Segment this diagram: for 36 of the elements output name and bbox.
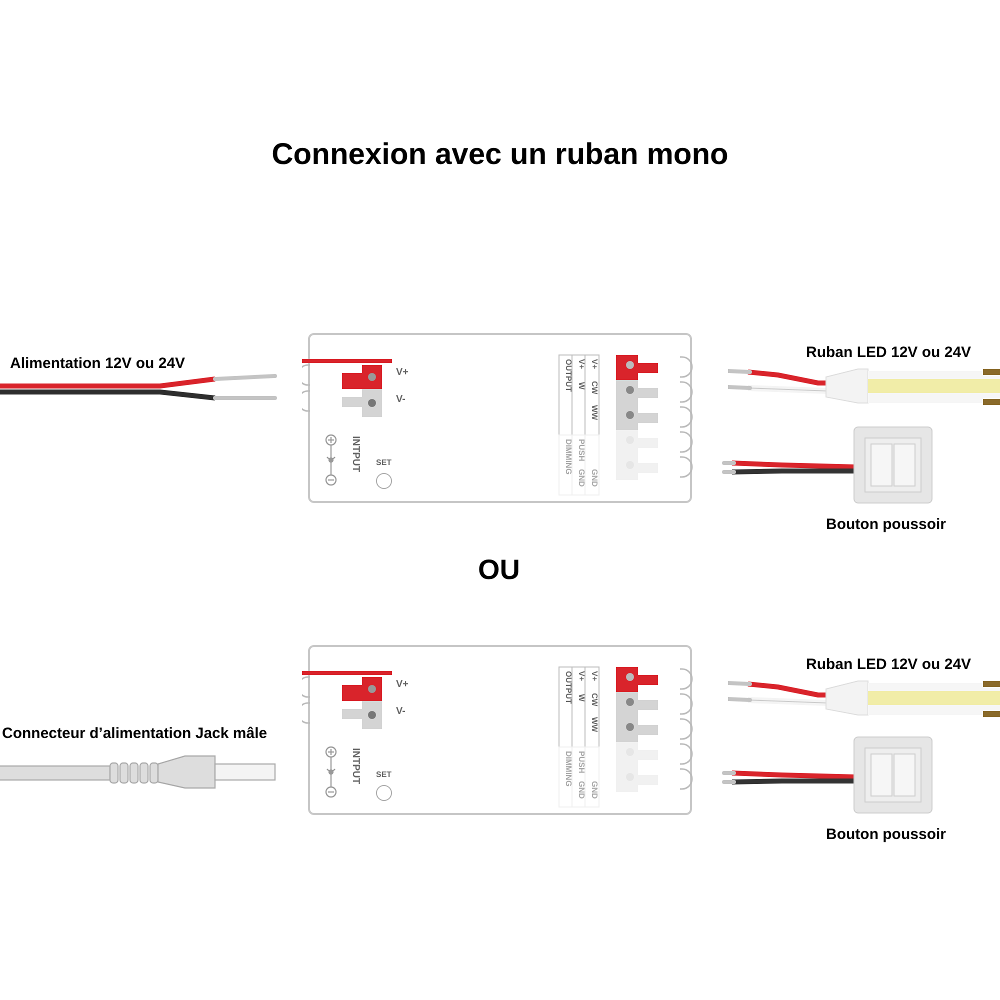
terminal-label: V- xyxy=(396,395,406,405)
terminal-label: INTPUT xyxy=(350,436,360,472)
terminal-label: GND xyxy=(577,781,585,799)
terminal-label: OUTPUT xyxy=(564,671,572,704)
node-label: Alimentation 12V ou 24V xyxy=(10,356,186,371)
node-label: Ruban LED 12V ou 24V xyxy=(806,345,972,360)
terminal-label: WW xyxy=(590,405,598,420)
terminal-label: INTPUT xyxy=(350,748,360,784)
terminal-label: GND xyxy=(577,469,585,487)
node-label: Bouton poussoir xyxy=(826,517,946,532)
terminal-label: PUSH xyxy=(577,439,585,462)
terminal-label: V+ xyxy=(396,680,409,690)
terminal-label: GND xyxy=(590,469,598,487)
terminal-label: V+ xyxy=(590,671,598,682)
terminal-label: GND xyxy=(590,781,598,799)
node-label: Connecteur d’alimentation Jack mâle xyxy=(2,726,268,741)
node-label: Ruban LED 12V ou 24V xyxy=(806,657,972,672)
terminal-label: PUSH xyxy=(577,751,585,774)
terminal-label: W xyxy=(577,382,585,390)
terminal-label: W xyxy=(577,694,585,702)
terminal-label: DIMMING xyxy=(564,439,572,475)
terminal-label: SET xyxy=(376,459,392,467)
or-label: OU xyxy=(478,556,520,584)
terminal-label: V- xyxy=(396,707,406,717)
terminal-label: V+ xyxy=(396,368,409,378)
terminal-label: V+ xyxy=(577,671,585,682)
terminal-label: WW xyxy=(590,717,598,732)
terminal-label: V+ xyxy=(590,359,598,370)
node-label: Bouton poussoir xyxy=(826,827,946,842)
title: Connexion avec un ruban mono xyxy=(270,140,730,170)
terminal-label: CW xyxy=(590,381,598,394)
terminal-label: OUTPUT xyxy=(564,359,572,392)
terminal-label: SET xyxy=(376,771,392,779)
terminal-label: CW xyxy=(590,693,598,706)
terminal-label: DIMMING xyxy=(564,751,572,787)
terminal-label: V+ xyxy=(577,359,585,370)
